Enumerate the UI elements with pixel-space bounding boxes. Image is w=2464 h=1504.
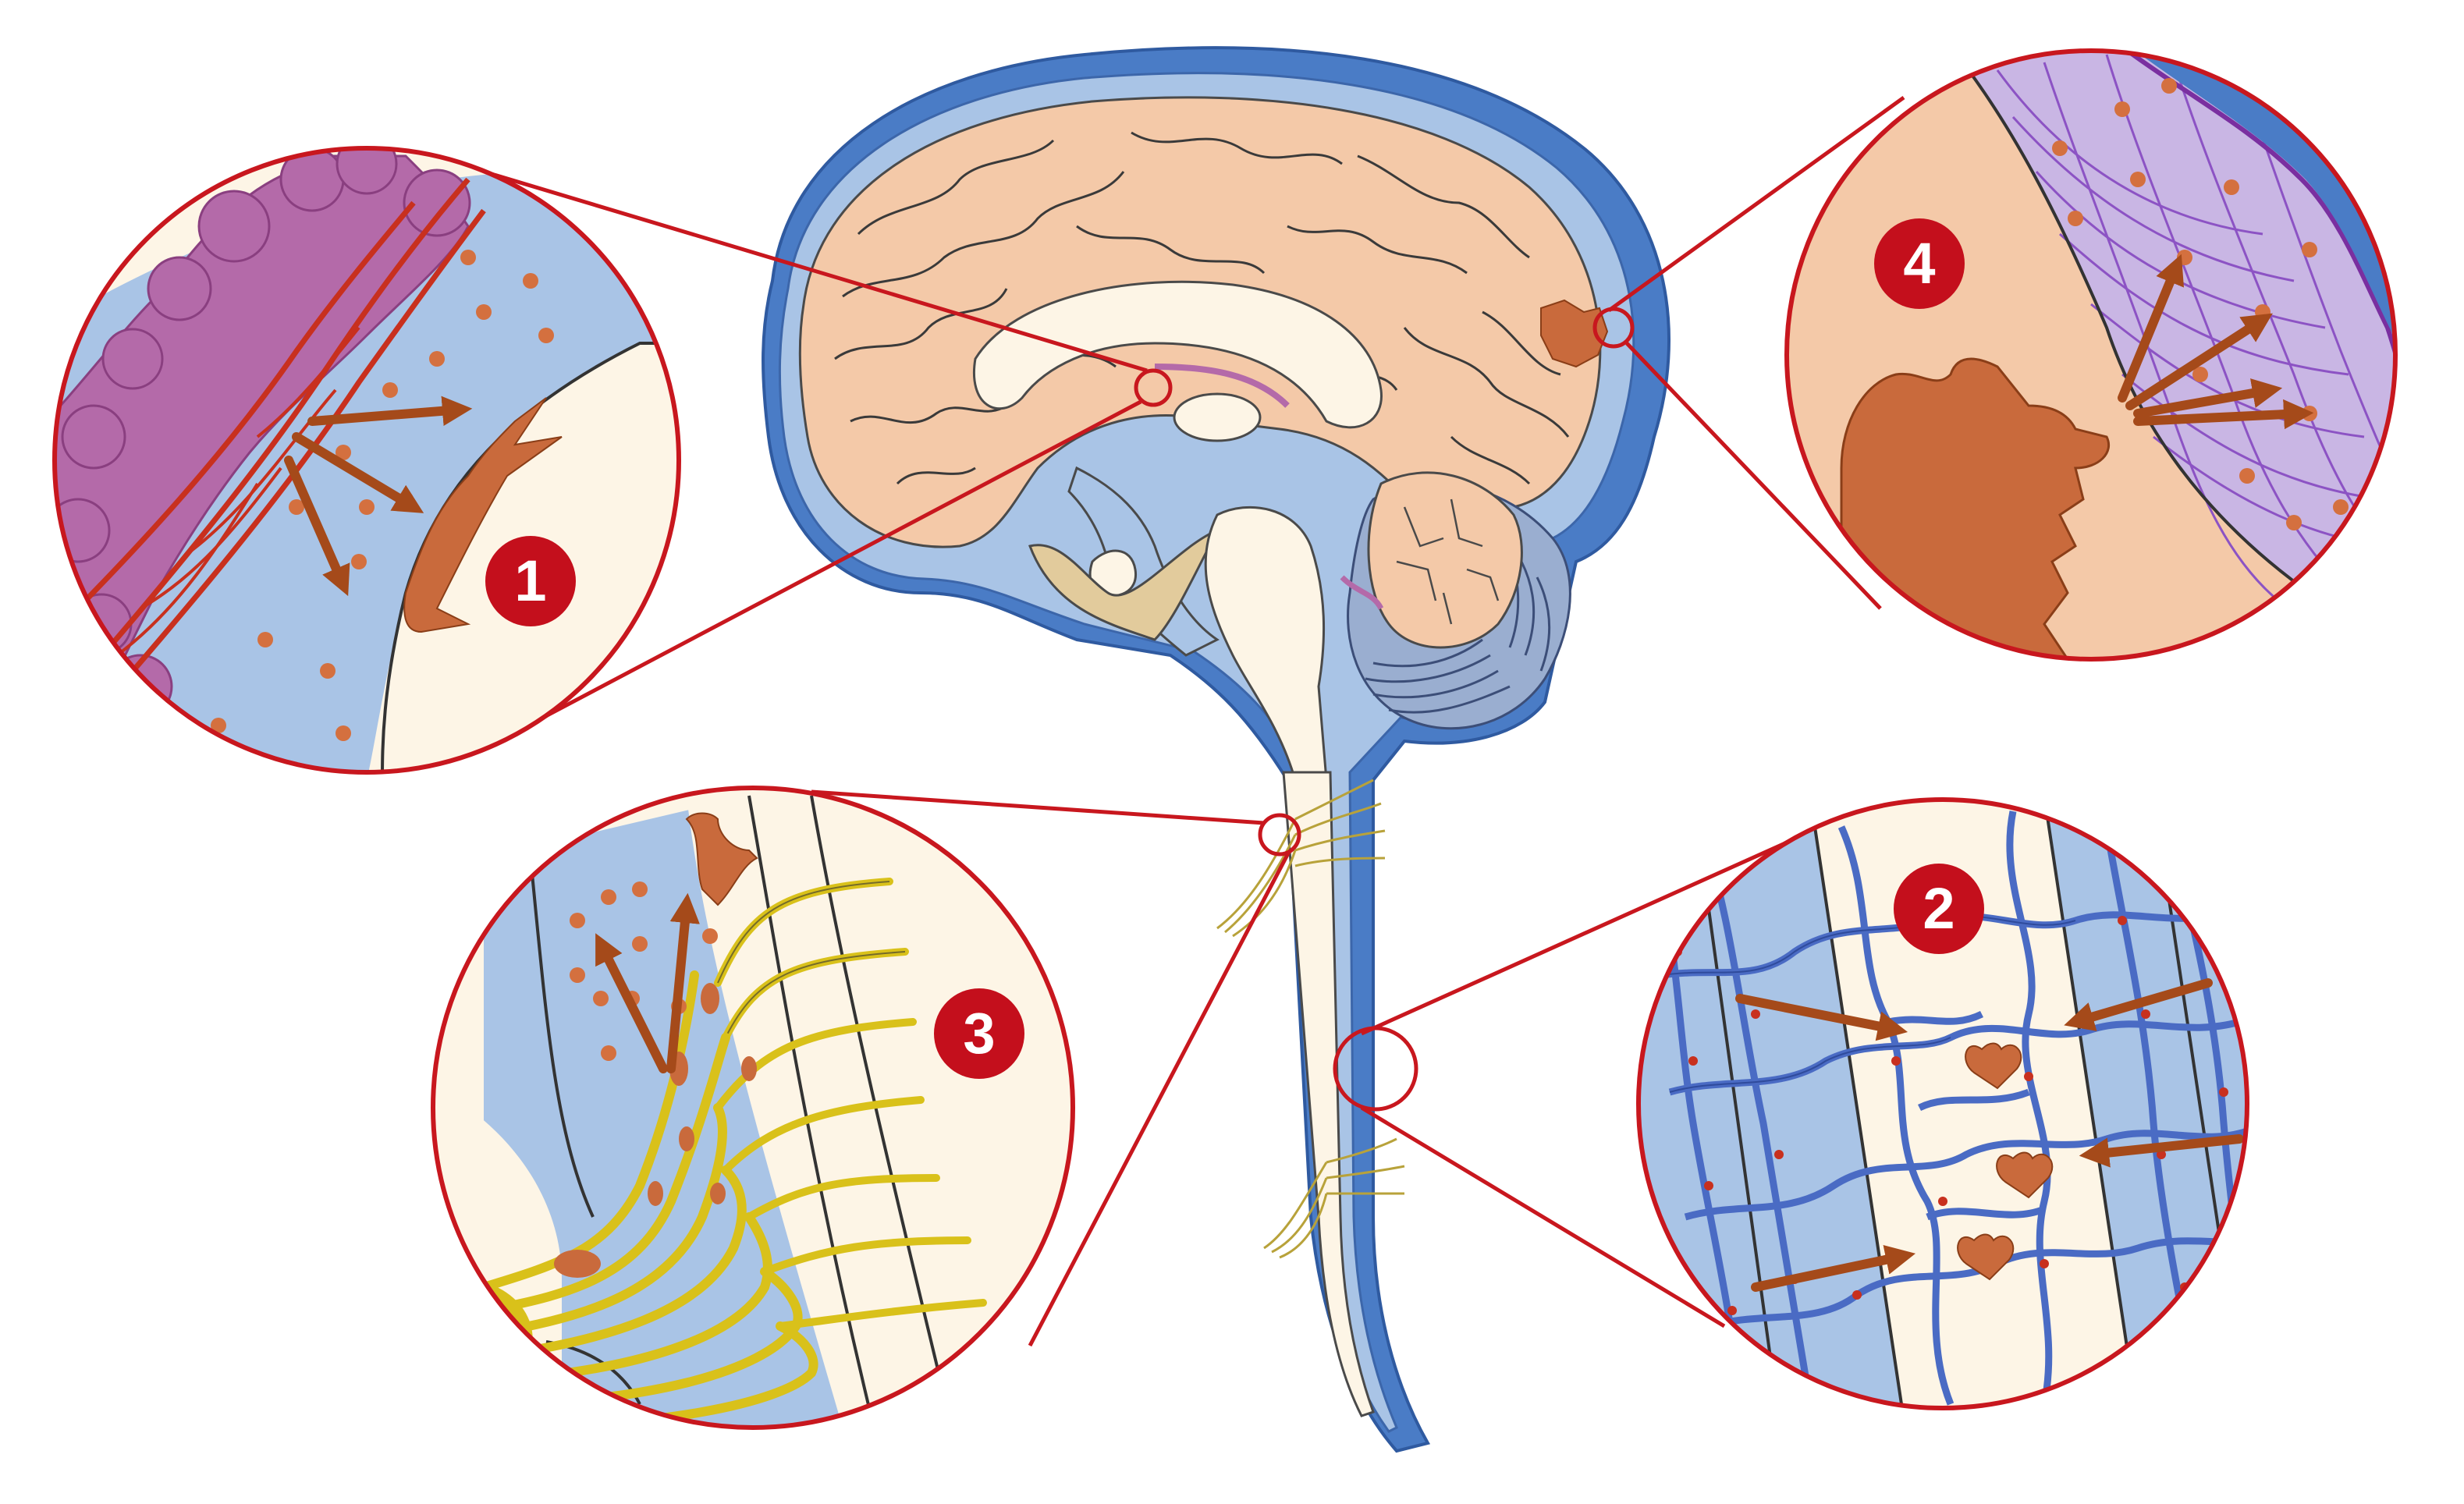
corpus-callosum	[973, 280, 1383, 429]
spinal-nerve-roots-upper	[1216, 779, 1386, 938]
cerebellum	[1340, 471, 1571, 730]
connector-lines	[482, 95, 1905, 1347]
callout-1: 1	[52, 146, 681, 775]
tumor-cells-3	[554, 983, 757, 1278]
spinal-nerve-roots-lower	[1263, 1137, 1405, 1259]
tumor-cells-2	[1957, 1042, 2054, 1281]
brain-sagittal-section	[762, 46, 1670, 1453]
diencephalon-region	[1067, 466, 1220, 657]
focus-ring-3	[1258, 813, 1301, 857]
svg-text:3: 3	[963, 1001, 995, 1066]
badge-2: 2	[1894, 864, 1984, 954]
thalamus	[1173, 392, 1262, 442]
migration-arrows-2	[1735, 978, 2244, 1292]
tumor-cell-dots-3	[570, 881, 718, 1061]
migration-arrows-1	[284, 396, 473, 597]
tumor-mass-4	[1840, 357, 2110, 659]
svg-text:1: 1	[514, 548, 546, 613]
callout-3: 3	[431, 786, 1075, 1430]
migration-arrows-3	[595, 892, 700, 1073]
spinal-cord	[1282, 771, 1375, 1417]
svg-text:4: 4	[1903, 231, 1935, 296]
svg-text:2: 2	[1923, 876, 1955, 941]
badge-1: 1	[485, 536, 576, 626]
focus-ring-1	[1134, 368, 1173, 407]
callout-4: 4	[1784, 48, 2398, 662]
tumor-cell-1	[403, 397, 563, 633]
migration-arrows-4	[2118, 254, 2314, 430]
tumor-cell-dots	[211, 250, 554, 741]
badge-3: 3	[934, 988, 1024, 1079]
choroid-plexus-lateral	[1154, 364, 1290, 408]
badge-4: 4	[1874, 218, 1965, 309]
callout-2: 2	[1636, 797, 2249, 1410]
